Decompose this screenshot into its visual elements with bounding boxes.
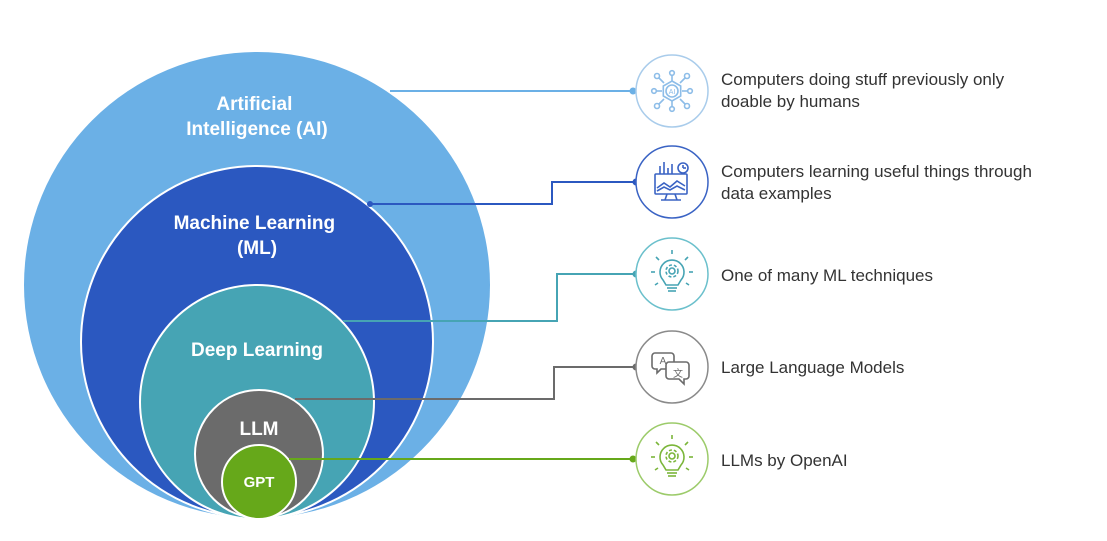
description-ai: Computers doing stuff previously only do… bbox=[721, 69, 1004, 113]
lightbulb-gear-icon bbox=[635, 237, 709, 311]
svg-text:A: A bbox=[660, 356, 667, 367]
svg-text:AI: AI bbox=[669, 89, 676, 96]
description-ml-line-1: Computers learning useful things through bbox=[721, 162, 1032, 181]
connector-dot-gpt bbox=[629, 455, 637, 463]
label-gpt: GPT bbox=[244, 474, 275, 491]
description-ai-line-1: Computers doing stuff previously only bbox=[721, 70, 1005, 89]
description-llm: Large Language Models bbox=[721, 357, 904, 379]
ai-chip-network-icon: AI bbox=[635, 54, 709, 128]
description-dl: One of many ML techniques bbox=[721, 265, 933, 287]
label-ai: Artificial Intelligence (AI) bbox=[186, 94, 327, 140]
description-ml: Computers learning useful things through… bbox=[721, 161, 1032, 205]
circle-labels: Artificial Intelligence (AI) Machine Lea… bbox=[174, 94, 341, 491]
circle-gpt bbox=[221, 444, 297, 520]
data-analytics-monitor-icon bbox=[635, 145, 709, 219]
description-dl-line-1: One of many ML techniques bbox=[721, 266, 933, 285]
description-ml-line-2: data examples bbox=[721, 184, 832, 203]
label-dl: Deep Learning bbox=[191, 340, 323, 361]
description-ai-line-2: doable by humans bbox=[721, 92, 860, 111]
label-ml: Machine Learning (ML) bbox=[174, 213, 341, 259]
description-gpt-line-1: LLMs by OpenAI bbox=[721, 451, 848, 470]
concentric-circles bbox=[24, 52, 490, 520]
connector-dl bbox=[343, 273, 636, 322]
connector-dot-ai bbox=[629, 87, 637, 95]
svg-text:文: 文 bbox=[673, 367, 683, 380]
label-llm: LLM bbox=[239, 419, 278, 440]
translate-chat-icon: A 文 bbox=[635, 330, 709, 404]
connector-llm bbox=[295, 366, 636, 400]
description-llm-line-1: Large Language Models bbox=[721, 358, 905, 377]
connector-ml bbox=[370, 181, 636, 205]
icon-badges: AI bbox=[635, 54, 709, 496]
lightbulb-gear-icon bbox=[635, 422, 709, 496]
description-gpt: LLMs by OpenAI bbox=[721, 450, 848, 472]
connectors bbox=[289, 87, 640, 463]
